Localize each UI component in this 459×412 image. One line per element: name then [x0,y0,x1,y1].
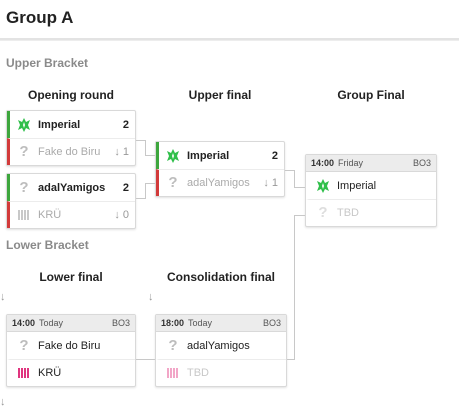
page-header: Group A [0,0,459,40]
lower-final-title: Lower final [39,270,103,284]
unknown-team-icon: ? [19,336,29,354]
lower-bracket-label: Lower Bracket [6,238,89,252]
team-row-fake-do-biru[interactable]: ? Fake do Biru ↓1 [7,138,135,165]
team-name: TBD [337,207,359,219]
team-row-tbd[interactable]: ? TBD [306,199,436,226]
imperial-logo-icon [165,148,181,164]
group-title: Group A [6,8,74,27]
bracket-connector [294,187,305,188]
tbd-team-icon [165,365,181,381]
opening-match-2[interactable]: ? adalYamigos 2 KRÜ ↓0 [6,173,136,229]
bracket-connector [145,140,146,155]
team-score: 2 [122,118,129,131]
down-arrow-icon: ↓ [263,177,269,189]
match-header: 14:00 Friday BO3 [306,155,436,172]
team-score: 2 [122,181,129,194]
team-name: Imperial [337,179,377,192]
bracket-connector [294,170,295,187]
down-arrow-icon: ↓ [0,291,6,303]
team-name: KRÜ [38,367,62,379]
match-time: 14:00 [311,158,335,168]
kru-logo-icon [16,207,32,223]
lower-final-match[interactable]: 14:00 Today BO3 ? Fake do Biru KRÜ [6,314,136,387]
team-name: adalYamigos [187,339,250,352]
imperial-logo-icon [315,178,331,194]
team-score: 1 [271,177,278,189]
opening-match-1[interactable]: Imperial 2 ? Fake do Biru ↓1 [6,110,136,166]
team-row-adalyamigos[interactable]: ? adalYamigos 2 [7,174,135,201]
unknown-team-icon: ? [19,143,29,160]
bracket-connector [136,140,146,141]
bracket-connector [145,183,146,199]
team-row-imperial[interactable]: Imperial [306,172,436,199]
unknown-team-icon: ? [318,204,328,221]
bracket-connector [287,359,295,360]
team-name: TBD [187,367,209,379]
team-name: adalYamigos [187,177,250,189]
match-format: BO3 [111,318,130,328]
team-name: Fake do Biru [38,339,101,352]
unknown-team-icon: ? [168,336,178,354]
match-day: Friday [338,158,364,168]
match-header: 14:00 Today BO3 [7,315,135,332]
match-format: BO3 [262,318,281,328]
match-time: 14:00 [12,318,36,328]
team-score: 0 [122,209,129,221]
team-name: adalYamigos [38,181,106,194]
kru-logo-icon [16,365,32,381]
opening-round-title: Opening round [28,88,114,102]
down-arrow-icon: ↓ [114,209,120,221]
team-name: Fake do Biru [38,146,101,158]
unknown-team-icon: ? [168,174,178,191]
match-time: 18:00 [161,318,185,328]
group-final-title: Group Final [337,88,405,102]
down-arrow-icon: ↓ [114,146,120,158]
bracket-connector [145,155,155,156]
unknown-team-icon: ? [19,178,29,196]
team-score-wrap: ↓1 [114,146,129,158]
bracket-connector [285,170,295,171]
down-arrow-icon: ↓ [148,291,154,303]
match-day: Today [39,318,64,328]
team-name: Imperial [38,118,81,131]
team-row-adalyamigos[interactable]: ? adalYamigos [156,332,286,359]
team-name: Imperial [187,149,230,162]
imperial-logo-icon [16,117,32,133]
upper-final-title: Upper final [188,88,252,102]
team-row-kru[interactable]: KRÜ ↓0 [7,201,135,228]
team-row-imperial[interactable]: Imperial 2 [7,111,135,138]
team-score-wrap: ↓1 [263,177,278,189]
match-day: Today [188,318,213,328]
consolidation-final-match[interactable]: 18:00 Today BO3 ? adalYamigos TBD [155,314,287,387]
match-format: BO3 [412,158,431,168]
bracket-connector [294,215,305,216]
group-final-match[interactable]: 14:00 Friday BO3 Imperial ? TBD [305,154,437,227]
team-score: 2 [271,149,278,162]
header-divider [0,40,459,41]
team-row-tbd[interactable]: TBD [156,359,286,386]
team-score: 1 [122,146,129,158]
bracket-connector [145,183,155,184]
consolidation-final-title: Consolidation final [167,270,275,284]
team-row-kru[interactable]: KRÜ [7,359,135,386]
team-row-adalyamigos[interactable]: ? adalYamigos ↓1 [156,169,284,196]
bracket-connector [294,215,295,359]
upper-final-match[interactable]: Imperial 2 ? adalYamigos ↓1 [155,141,285,197]
team-row-fake-do-biru[interactable]: ? Fake do Biru [7,332,135,359]
bracket-connector [136,198,146,199]
upper-bracket-label: Upper Bracket [6,56,89,70]
bracket-connector [136,359,155,360]
down-arrow-icon: ↓ [0,396,6,408]
team-name: KRÜ [38,209,62,221]
match-header: 18:00 Today BO3 [156,315,286,332]
team-row-imperial[interactable]: Imperial 2 [156,142,284,169]
team-score-wrap: ↓0 [114,209,129,221]
